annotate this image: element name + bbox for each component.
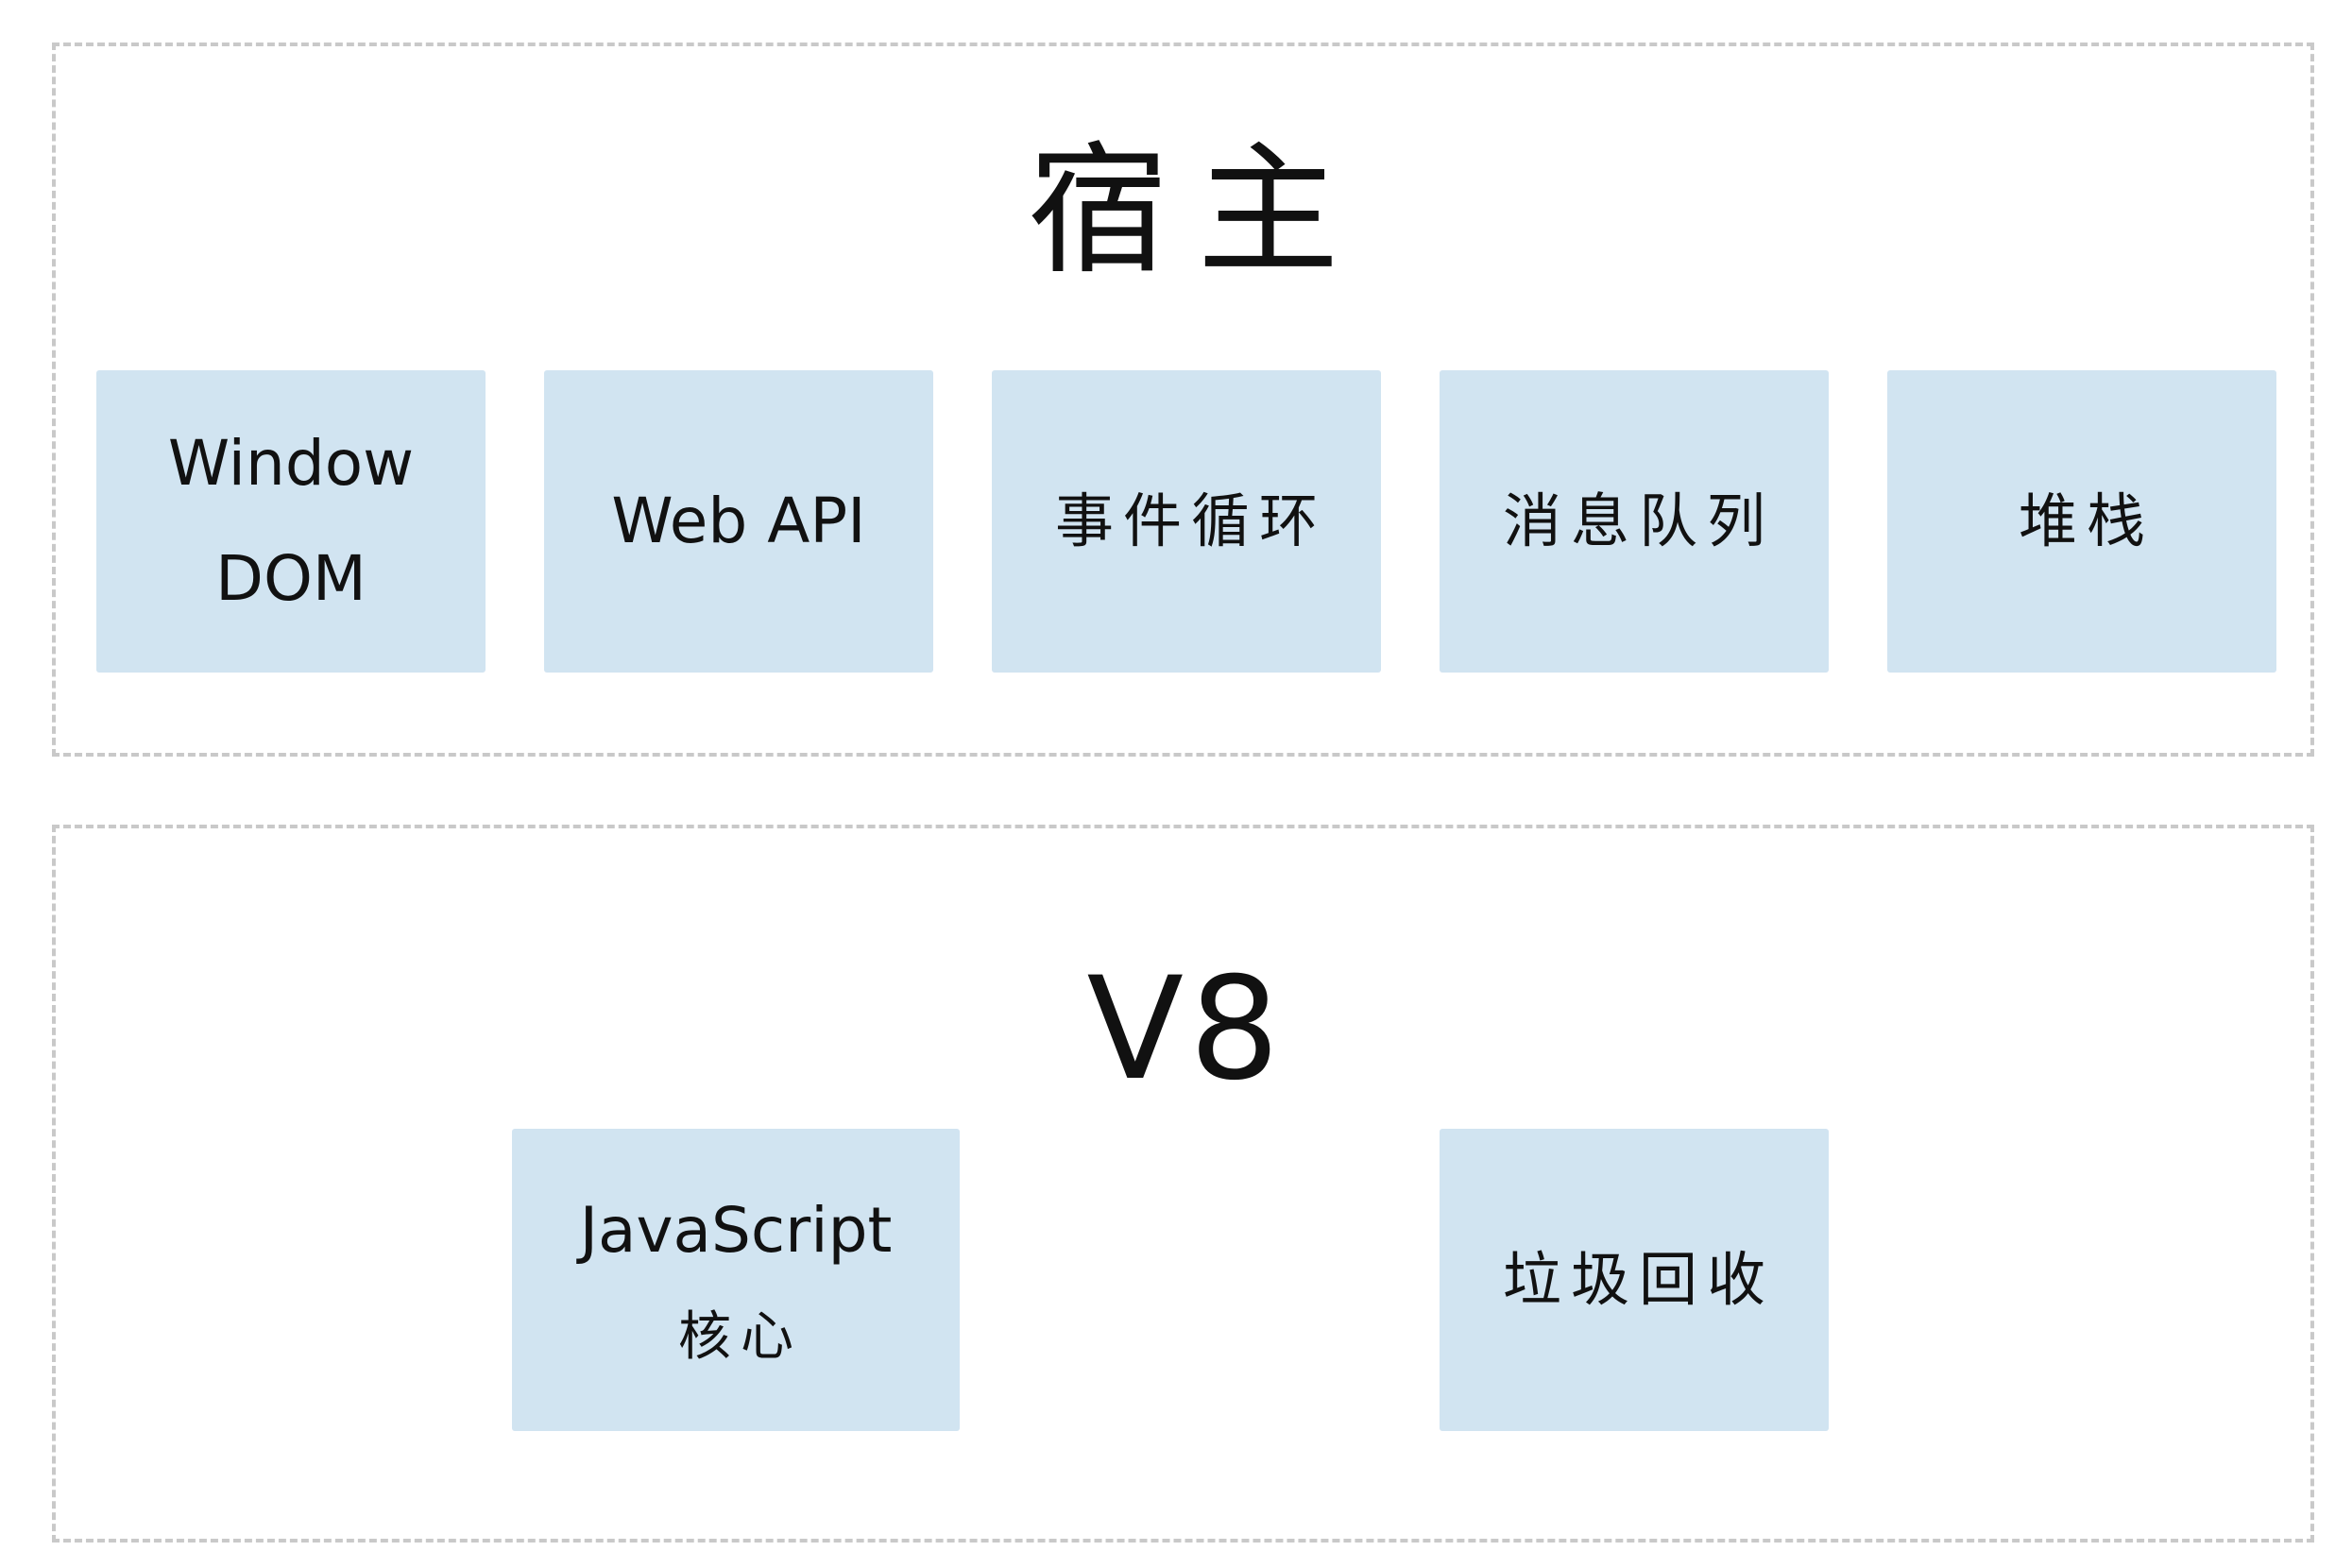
garbage-collection-box: 垃圾回收 <box>1440 1129 1829 1431</box>
web-api-box: Web API <box>544 370 933 673</box>
garbage-collection-label: 垃圾回收 <box>1502 1244 1775 1314</box>
stack-label: 堆栈 <box>2018 486 2155 555</box>
event-loop-box: 事件循环 <box>992 370 1381 673</box>
message-queue-box: 消息队列 <box>1440 370 1829 673</box>
v8-title: V8 <box>1086 947 1286 1112</box>
window-label: Window <box>167 426 415 500</box>
host-title: 宿主 <box>1027 129 1368 294</box>
javascript-label: JavaScript <box>579 1194 893 1268</box>
web-api-label: Web API <box>611 484 866 557</box>
v8-group: V8 JavaScript 核心 垃圾回收 <box>52 825 2314 1542</box>
host-group: 宿主 Window DOM Web API 事件循环 消息队列 堆栈 <box>52 43 2314 757</box>
event-loop-label: 事件循环 <box>1054 486 1327 555</box>
window-dom-box: Window DOM <box>96 370 486 673</box>
core-label: 核心 <box>678 1306 803 1369</box>
stack-box: 堆栈 <box>1887 370 2276 673</box>
javascript-core-box: JavaScript 核心 <box>512 1129 960 1431</box>
message-queue-label: 消息队列 <box>1502 486 1775 555</box>
dom-label: DOM <box>215 542 366 615</box>
